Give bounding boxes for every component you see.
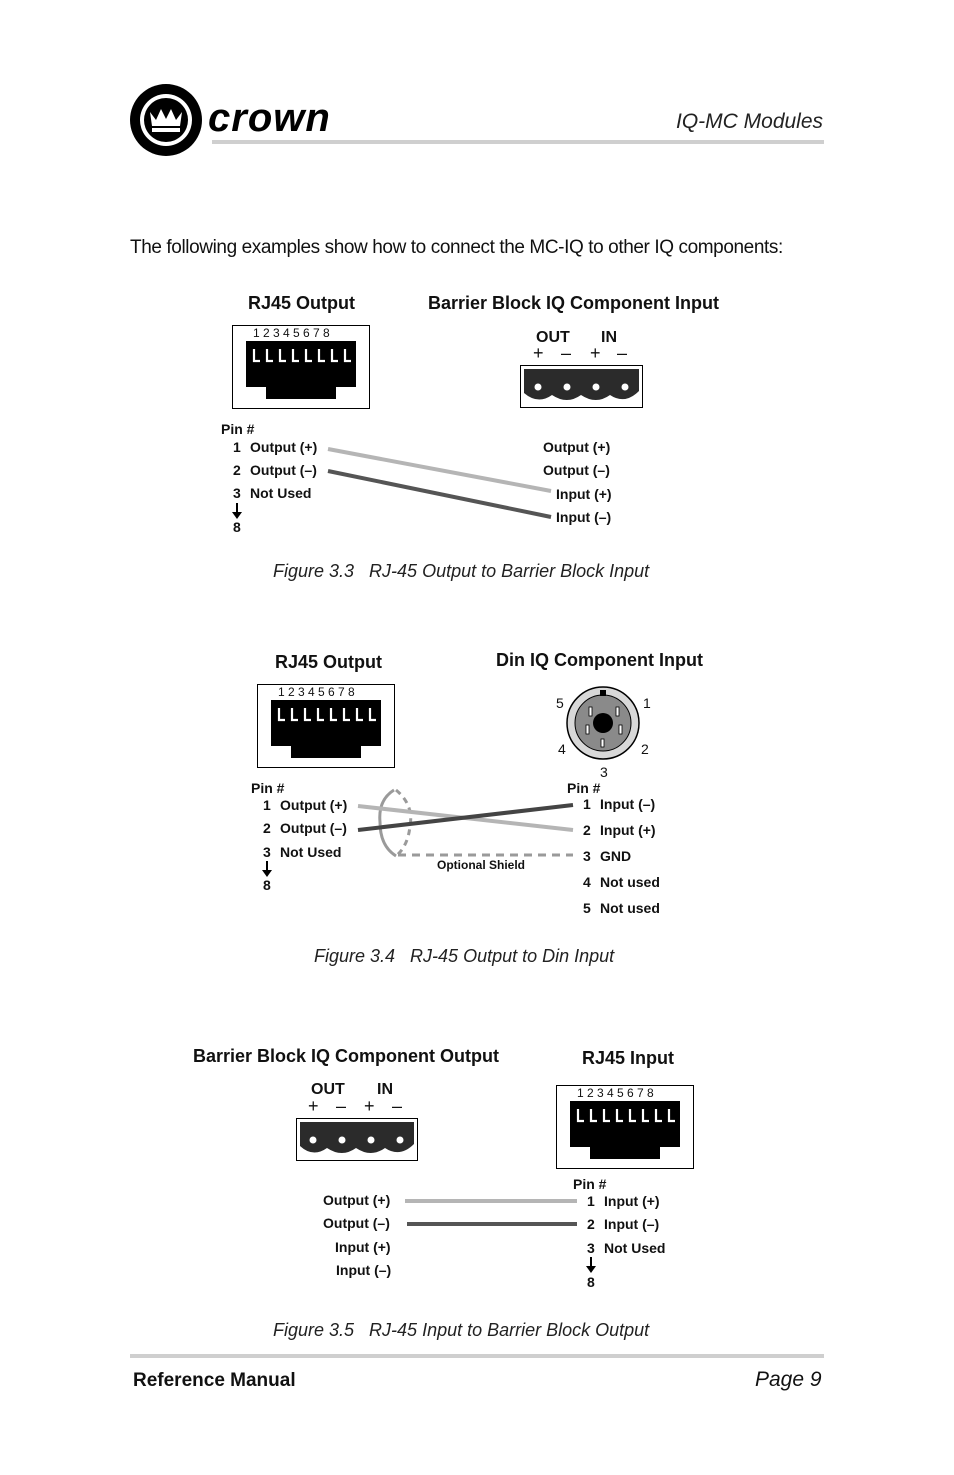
- fig34-left-label-3: Not Used: [280, 844, 342, 860]
- fig34-left-label-2: Output (–): [280, 820, 347, 836]
- fig34-shield-label: Optional Shield: [437, 858, 526, 872]
- fig35-sign-4: –: [392, 1096, 403, 1116]
- fig35-left-label-2: Output (–): [323, 1215, 390, 1231]
- din-pin-label-2: 2: [641, 741, 649, 757]
- fig35-right-label-2: Input (–): [604, 1216, 660, 1232]
- fig34-caption: Figure 3.4 RJ-45 Output to Din Input: [314, 946, 615, 966]
- fig34-right-num-5: 5: [583, 900, 591, 916]
- fig34-pin-header-left: Pin #: [251, 780, 285, 796]
- fig34-left-num-2: 2: [263, 820, 271, 836]
- fig33-out-label: OUT: [536, 329, 570, 346]
- fig34-right-label-4: Not used: [600, 874, 660, 890]
- fig34-right-num-2: 2: [583, 822, 591, 838]
- intro-text: The following examples show how to conne…: [130, 237, 783, 258]
- fig34-left-label-1: Output (+): [280, 797, 348, 813]
- fig34-right-title: Din IQ Component Input: [496, 650, 703, 670]
- din-pin-label-4: 4: [558, 741, 566, 757]
- fig34-left-title: RJ45 Output: [275, 652, 383, 672]
- fig33-right-label-4: Input (–): [556, 509, 612, 525]
- fig34-right-num-4: 4: [583, 874, 591, 890]
- fig34-right-label-3: GND: [600, 848, 632, 864]
- fig33-right-label-1: Output (+): [543, 439, 611, 455]
- fig34-left-num-3: 3: [263, 844, 271, 860]
- section-title: IQ-MC Modules: [676, 110, 824, 133]
- fig35-pin-header: Pin #: [573, 1176, 607, 1192]
- fig33-right-title: Barrier Block IQ Component Input: [428, 293, 720, 313]
- fig35-rj45-jack: [556, 1085, 694, 1169]
- fig34-right-label-1: Input (–): [600, 796, 656, 812]
- fig35-right-num-2: 2: [587, 1216, 595, 1232]
- fig34-left-num-1: 1: [263, 797, 271, 813]
- din-pin-label-5: 5: [556, 695, 564, 711]
- fig35-left-label-1: Output (+): [323, 1192, 391, 1208]
- fig35-sign-1: +: [308, 1096, 319, 1116]
- fig33-left-label-2: Output (–): [250, 462, 317, 478]
- fig33-caption: Figure 3.3 RJ-45 Output to Barrier Block…: [273, 561, 650, 581]
- crown-logo: crown: [128, 82, 368, 158]
- fig33-left-label-1: Output (+): [250, 439, 318, 455]
- fig33-right-label-3: Input (+): [556, 486, 612, 502]
- fig33-rj45-jack: [232, 325, 370, 409]
- footer-manual-title: Reference Manual: [133, 1370, 296, 1391]
- fig33-in-label: IN: [601, 329, 617, 346]
- fig34-right-label-5: Not used: [600, 900, 660, 916]
- fig34-right-num-3: 3: [583, 848, 591, 864]
- brand-wordmark: crown: [208, 96, 331, 140]
- fig33-left-num-2: 2: [233, 462, 241, 478]
- din-pin-label-1: 1: [643, 695, 651, 711]
- fig34-right-num-1: 1: [583, 796, 591, 812]
- fig33-down-arrow: [230, 503, 244, 526]
- fig33-left-title: RJ45 Output: [248, 293, 356, 313]
- fig35-caption: Figure 3.5 RJ-45 Input to Barrier Block …: [273, 1320, 650, 1340]
- footer-rule: [130, 1354, 824, 1358]
- fig35-sign-3: +: [364, 1096, 375, 1116]
- fig35-rj45-pin-numbers: 1 2 3 4 5 6 7 8: [577, 1086, 654, 1100]
- fig34-pin-header-right: Pin #: [567, 780, 601, 796]
- fig35-left-title: Barrier Block IQ Component Output: [193, 1046, 500, 1066]
- fig33-left-num-3: 3: [233, 485, 241, 501]
- fig33-right-label-2: Output (–): [543, 462, 610, 478]
- fig35-right-num-3: 3: [587, 1240, 595, 1256]
- fig33-sign-3: +: [590, 343, 601, 363]
- fig34-wire-minus: [357, 803, 574, 832]
- fig35-right-title: RJ45 Input: [582, 1048, 675, 1068]
- fig33-pin-end: 8: [233, 519, 241, 535]
- fig34-din-connector: [565, 685, 641, 761]
- fig35-in-label: IN: [377, 1081, 393, 1098]
- din-pin-label-3: 3: [600, 764, 608, 780]
- fig34-pin-end: 8: [263, 877, 271, 893]
- header-rule: [212, 140, 824, 144]
- fig34-rj45-pin-numbers: 1 2 3 4 5 6 7 8: [278, 685, 355, 699]
- fig33-rj45-pin-numbers: 1 2 3 4 5 6 7 8: [253, 326, 330, 340]
- fig34-rj45-jack: [257, 684, 395, 768]
- fig35-sign-2: –: [336, 1096, 347, 1116]
- fig35-pin-end: 8: [587, 1274, 595, 1290]
- fig35-barrier-block: [296, 1118, 418, 1161]
- fig35-right-num-1: 1: [587, 1193, 595, 1209]
- fig35-left-label-4: Input (–): [336, 1262, 392, 1278]
- fig35-down-arrow: [584, 1257, 598, 1280]
- fig35-right-label-1: Input (+): [604, 1193, 660, 1209]
- fig35-left-label-3: Input (+): [335, 1239, 391, 1255]
- fig33-sign-4: –: [617, 343, 628, 363]
- fig33-left-label-3: Not Used: [250, 485, 312, 501]
- fig33-wire-minus: [327, 469, 552, 519]
- fig33-pin-header: Pin #: [221, 421, 255, 437]
- fig35-out-label: OUT: [311, 1081, 345, 1098]
- fig33-barrier-block: [520, 365, 643, 408]
- fig33-left-num-1: 1: [233, 439, 241, 455]
- fig34-shield-loop-dash: [394, 788, 413, 858]
- footer-page-number: Page 9: [755, 1368, 822, 1391]
- fig34-shield-loop: [378, 788, 397, 858]
- fig34-right-label-2: Input (+): [600, 822, 656, 838]
- fig33-wire-plus: [327, 447, 552, 493]
- fig33-sign-1: +: [533, 343, 544, 363]
- fig33-sign-2: –: [561, 343, 572, 363]
- fig35-right-label-3: Not Used: [604, 1240, 666, 1256]
- fig34-down-arrow: [260, 861, 274, 884]
